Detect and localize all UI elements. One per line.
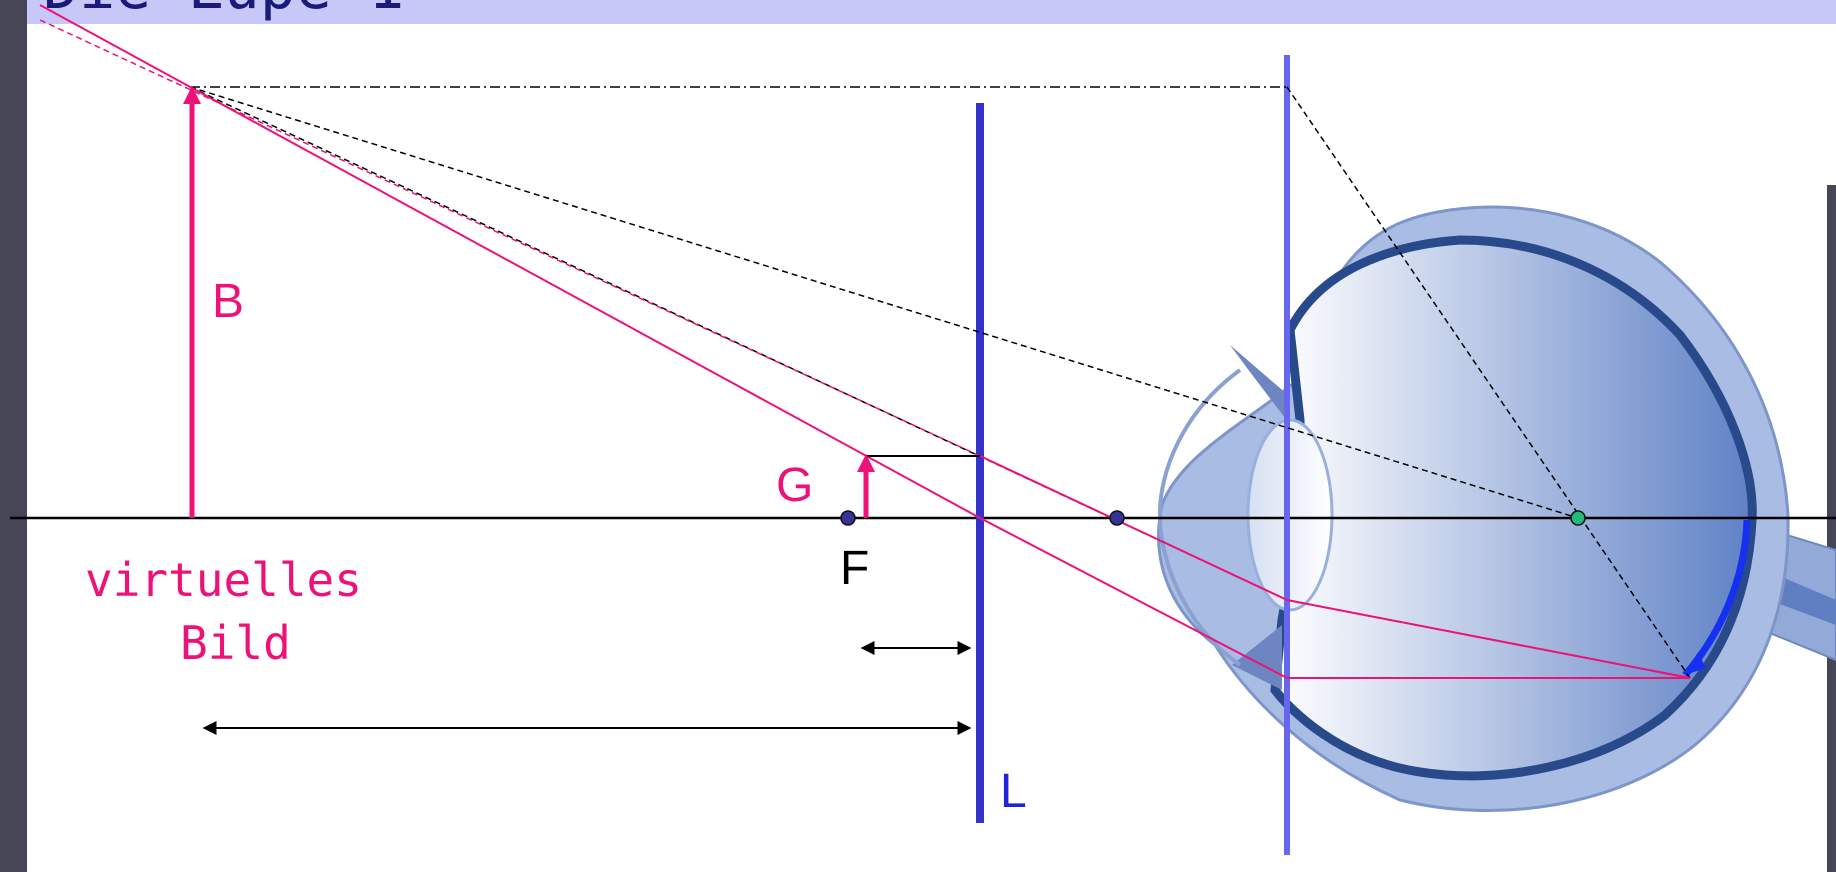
label-virtual-image-line1: virtuelles <box>85 553 362 607</box>
right-frame-bar <box>1827 185 1836 872</box>
ray-in-eye-upper <box>1286 599 1691 679</box>
focal-point-f-prime <box>1109 510 1125 526</box>
dashed-ray-through-focus <box>189 86 1288 601</box>
eye-nodal-point <box>1570 510 1586 526</box>
label-virtual-image-line2: Bild <box>180 616 291 670</box>
title-bar: Die Lupe 1 <box>27 0 1836 24</box>
focal-point-f <box>840 510 856 526</box>
virtual-image-arrowhead <box>183 86 201 104</box>
ray-through-lens-center <box>39 4 981 519</box>
cornea <box>1157 368 1242 667</box>
iris <box>1230 345 1288 418</box>
eye-interior <box>1270 235 1757 781</box>
dashed-ray-to-eye-node <box>189 86 1579 519</box>
refracted-ray <box>979 455 1288 601</box>
label-f: F <box>840 542 870 595</box>
virtual-ray-extension <box>39 19 981 457</box>
slide-title: Die Lupe 1 <box>43 0 404 18</box>
label-g: G <box>776 459 814 512</box>
label-l: L <box>1000 765 1027 818</box>
ray-after-lens-center <box>979 517 1288 679</box>
iris-lower <box>1232 625 1282 690</box>
object-arrowhead <box>857 454 875 472</box>
eye-illustration <box>1157 205 1836 813</box>
label-b: B <box>212 275 245 328</box>
left-frame-bar <box>0 0 27 872</box>
